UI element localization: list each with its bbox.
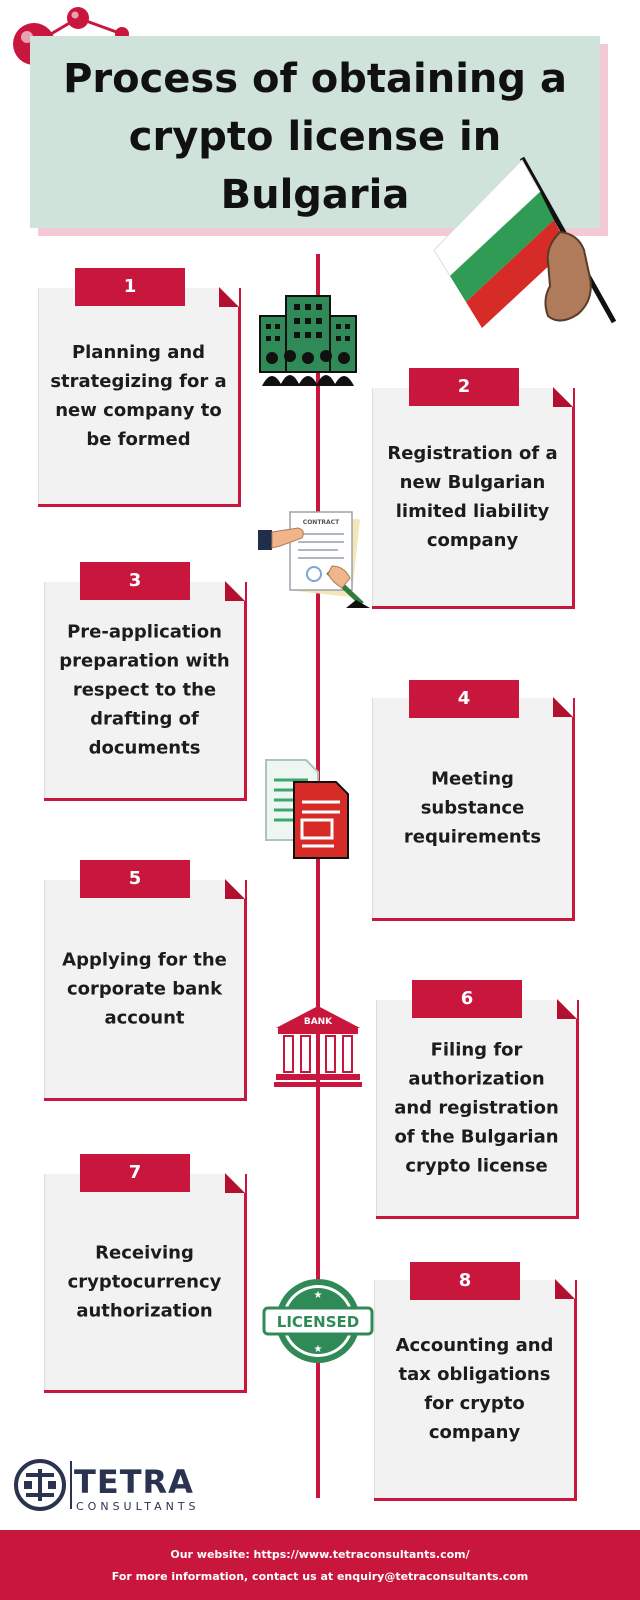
step-card-3: Pre-application preparation with respect… bbox=[44, 581, 245, 798]
page-fold bbox=[219, 287, 239, 307]
bulgarian-flag-icon bbox=[433, 156, 617, 328]
step-text-1: Planning and strategizing for a new comp… bbox=[50, 342, 227, 450]
svg-text:★: ★ bbox=[314, 1344, 323, 1355]
step-text-3: Pre-application preparation with respect… bbox=[59, 621, 230, 759]
footer-contact[interactable]: For more information, contact us at enqu… bbox=[111, 1570, 529, 1583]
bank-label: BANK bbox=[304, 1017, 333, 1027]
step-text-4: Meeting substance requirements bbox=[403, 768, 542, 848]
contract-signing-icon: CONTRACT bbox=[258, 511, 370, 608]
step-card-5: Applying for the corporate bank account bbox=[44, 879, 245, 1098]
step-number-1: 1 bbox=[75, 268, 185, 306]
step-card-2: Registration of a new Bulgarian limited … bbox=[372, 387, 573, 606]
page-fold bbox=[555, 1279, 575, 1299]
step-number-4: 4 bbox=[409, 680, 519, 718]
licensed-stamp-icon: ★ ★ LICENSED bbox=[262, 1279, 374, 1363]
step-text-5: Applying for the corporate bank account bbox=[62, 949, 227, 1029]
footer: Our website: https://www.tetraconsultant… bbox=[0, 1530, 640, 1600]
page-fold bbox=[557, 999, 577, 1019]
step-card-6: Filing for authorization and registratio… bbox=[376, 999, 577, 1216]
page-fold bbox=[225, 879, 245, 899]
brand-name: TETRA bbox=[74, 1463, 194, 1501]
licensed-label: LICENSED bbox=[277, 1313, 359, 1331]
step-number-2: 2 bbox=[409, 368, 519, 406]
bank-icon: BANK bbox=[274, 1006, 362, 1087]
step-card-7: Receiving cryptocurrency authorization bbox=[44, 1173, 245, 1390]
step-text-2: Registration of a new Bulgarian limited … bbox=[387, 443, 558, 551]
step-number-3: 3 bbox=[80, 562, 190, 600]
step-number-8: 8 bbox=[410, 1262, 520, 1300]
step-text-7: Receiving cryptocurrency authorization bbox=[67, 1242, 222, 1322]
step-card-8: Accounting and tax obligations for crypt… bbox=[374, 1279, 575, 1498]
page-fold bbox=[225, 1173, 245, 1193]
timeline-line bbox=[316, 254, 320, 1498]
documents-icon bbox=[265, 759, 349, 859]
tetra-logo-icon bbox=[14, 1459, 72, 1511]
footer-website[interactable]: Our website: https://www.tetraconsultant… bbox=[170, 1548, 470, 1561]
page-fold bbox=[225, 581, 245, 601]
step-number-6: 6 bbox=[412, 980, 522, 1018]
page-fold bbox=[553, 387, 573, 407]
step-text-8: Accounting and tax obligations for crypt… bbox=[395, 1335, 554, 1443]
step-card-4: Meeting substance requirements bbox=[372, 697, 573, 918]
step-number-5: 5 bbox=[80, 860, 190, 898]
contract-label: CONTRACT bbox=[303, 519, 340, 526]
svg-text:★: ★ bbox=[314, 1290, 323, 1301]
step-card-1: Planning and strategizing for a new comp… bbox=[38, 287, 239, 504]
step-number-7: 7 bbox=[80, 1154, 190, 1192]
office-building-icon bbox=[259, 295, 357, 386]
page-title: Process of obtaining a crypto license in… bbox=[63, 56, 567, 218]
page-fold bbox=[553, 697, 573, 717]
brand-subtitle: CONSULTANTS bbox=[76, 1500, 200, 1513]
step-text-6: Filing for authorization and registratio… bbox=[394, 1039, 559, 1177]
